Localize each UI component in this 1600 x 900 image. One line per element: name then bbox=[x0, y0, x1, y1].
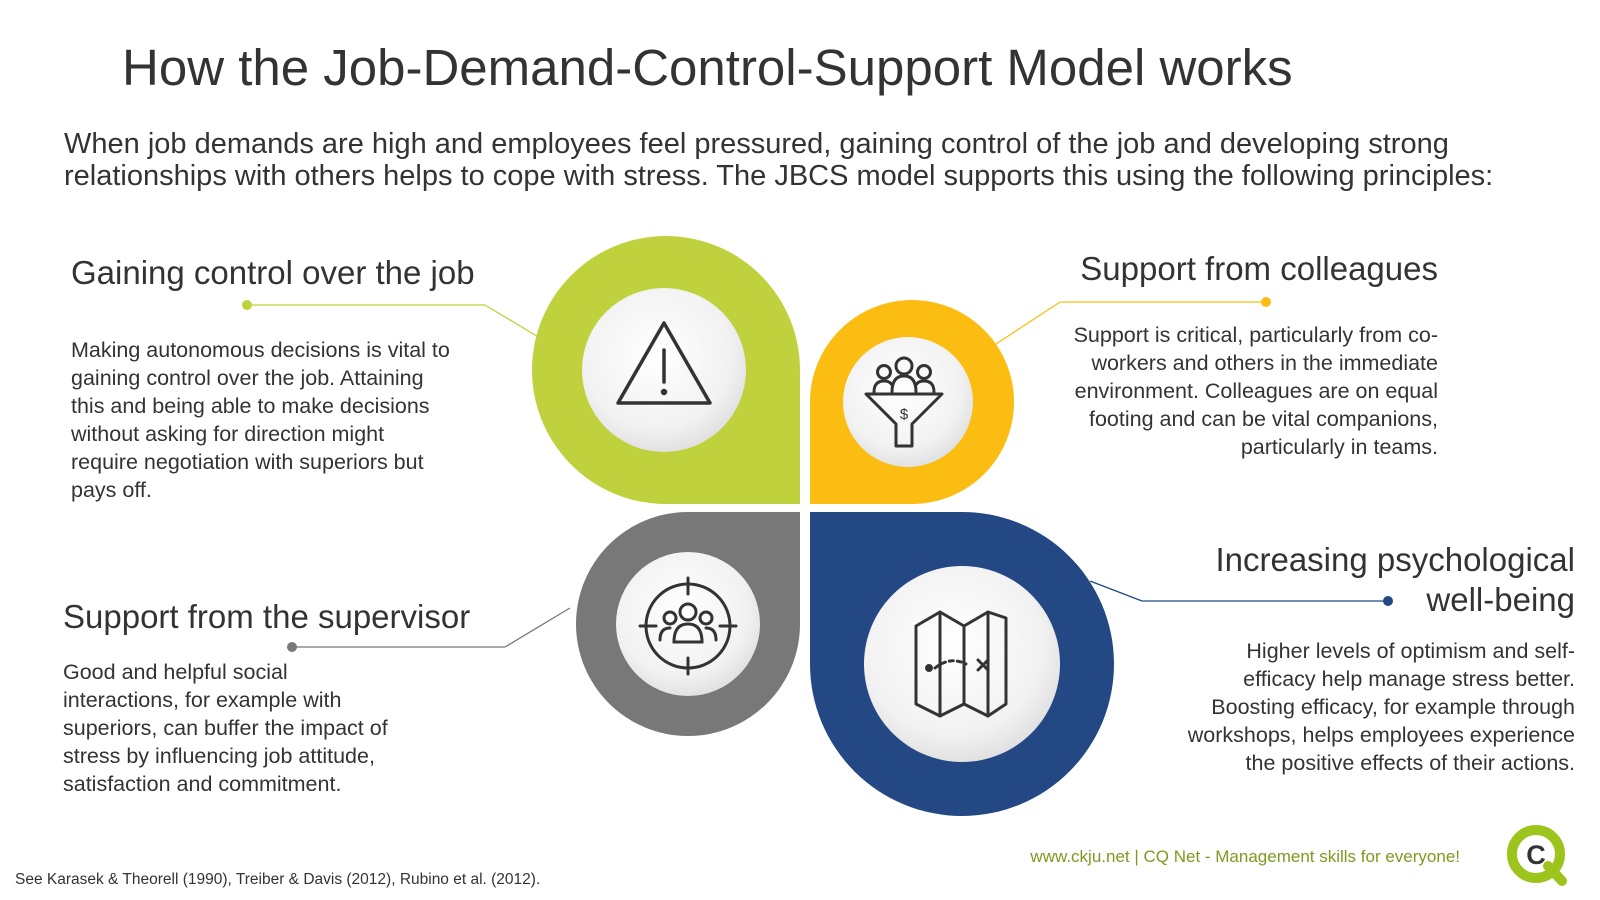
treasure-map-icon bbox=[914, 610, 1008, 718]
page-title: How the Job-Demand-Control-Support Model… bbox=[122, 39, 1293, 96]
svg-text:$: $ bbox=[900, 406, 909, 423]
icon-circle-wellbeing bbox=[864, 566, 1060, 762]
cq-logo: C bbox=[1507, 825, 1567, 886]
connector-gaining-control bbox=[242, 300, 541, 339]
text-gaining-control: Making autonomous decisions is vital to … bbox=[71, 338, 450, 502]
warning-triangle-icon bbox=[616, 321, 712, 405]
connector-wellbeing bbox=[1089, 580, 1393, 606]
people-funnel-dollar-icon: $ bbox=[864, 356, 944, 448]
svg-text:C: C bbox=[1526, 840, 1546, 870]
footer-sources: See Karasek & Theorell (1990), Treiber &… bbox=[15, 871, 541, 888]
intro-text: When job demands are high and employees … bbox=[64, 128, 1494, 192]
heading-support-supervisor: Support from the supervisor bbox=[63, 598, 471, 635]
connector-support-colleagues bbox=[995, 297, 1271, 345]
icon-circle-support-colleagues bbox=[843, 337, 973, 467]
text-support-colleagues: Support is critical, particularly from c… bbox=[1073, 323, 1438, 459]
target-people-icon bbox=[638, 576, 738, 676]
heading-gaining-control: Gaining control over the job bbox=[71, 254, 475, 291]
connector-support-supervisor bbox=[287, 607, 571, 652]
footer-website-link[interactable]: www.ckju.net | CQ Net - Management skill… bbox=[1030, 847, 1460, 866]
text-wellbeing: Higher levels of optimism and self-effic… bbox=[1187, 639, 1575, 775]
heading-wellbeing: Increasing psychological well-being bbox=[1215, 541, 1575, 618]
heading-support-colleagues: Support from colleagues bbox=[1080, 250, 1438, 287]
text-support-supervisor: Good and helpful social interactions, fo… bbox=[63, 660, 388, 796]
